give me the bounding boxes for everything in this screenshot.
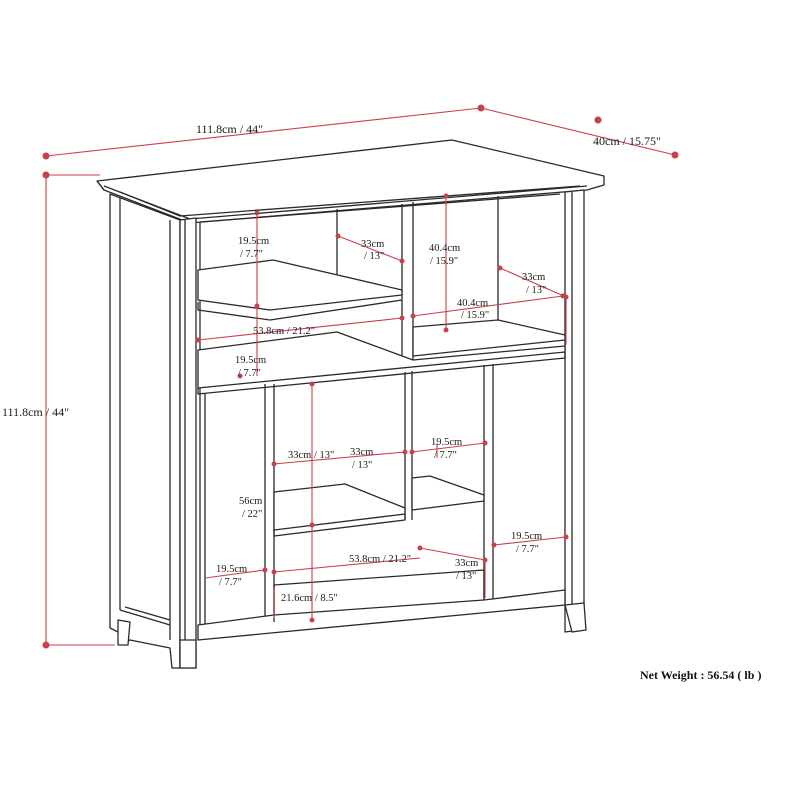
overall-depth-label: 40cm / 15.75" bbox=[593, 134, 661, 148]
net-weight-label: Net Weight : 56.54 ( lb ) bbox=[640, 668, 761, 682]
upper-left-height-label-1: 19.5cm bbox=[238, 236, 269, 247]
lower-center-width-b-label-1: 33cm bbox=[350, 447, 373, 458]
lower-center-shelf-left bbox=[273, 483, 406, 531]
right-column-label-2: / 7.7" bbox=[516, 544, 539, 555]
front-left-stile bbox=[179, 217, 197, 669]
overall-height-label: 111.8cm / 44" bbox=[2, 405, 69, 419]
lower-right-small-label-2: / 7.7" bbox=[434, 450, 457, 461]
bottom-depth-label-1: 33cm bbox=[455, 558, 478, 569]
lower-center-height-label-1: 56cm bbox=[239, 496, 262, 507]
right-width-label-1: 40.4cm bbox=[457, 298, 488, 309]
right-depth-label-1: 33cm bbox=[522, 272, 545, 283]
bookcase-drawing bbox=[96, 139, 605, 669]
right-height-label-2: / 15.9" bbox=[430, 256, 458, 267]
top-slab bbox=[96, 139, 605, 224]
left-column-label-1: 19.5cm bbox=[216, 564, 247, 575]
bottom-gap-label: 21.6cm / 8.5" bbox=[281, 593, 338, 604]
middle-height-label-2: / 7.7" bbox=[238, 368, 261, 379]
upper-left-depth-label-1: 33cm bbox=[361, 239, 384, 250]
dimension-labels: 111.8cm / 44" 40cm / 15.75" 111.8cm / 44… bbox=[2, 122, 761, 682]
lower-center-width-b-label-2: / 13" bbox=[352, 460, 372, 471]
lower-center-shelf-right bbox=[411, 475, 485, 511]
upper-left-shelf bbox=[197, 259, 403, 311]
right-column-label-1: 19.5cm bbox=[511, 531, 542, 542]
right-height-label-1: 40.4cm bbox=[429, 243, 460, 254]
right-width-label-2: / 15.9" bbox=[461, 310, 489, 321]
back-left-leg bbox=[117, 619, 131, 646]
bottom-width-label: 53.8cm / 21.2" bbox=[349, 554, 411, 565]
bottom-shelf bbox=[197, 589, 566, 641]
front-right-leg bbox=[564, 602, 587, 633]
front-right-stile bbox=[564, 189, 585, 633]
lower-center-height-label-2: / 22" bbox=[242, 509, 262, 520]
front-left-leg bbox=[179, 639, 197, 669]
upper-left-height-label-2: / 7.7" bbox=[240, 249, 263, 260]
right-depth-label-2: / 13" bbox=[526, 285, 546, 296]
middle-height-label-1: 19.5cm bbox=[235, 355, 266, 366]
dimension-lines bbox=[42, 104, 679, 649]
left-column-label-2: / 7.7" bbox=[219, 577, 242, 588]
overall-width-label: 111.8cm / 44" bbox=[196, 122, 263, 136]
bottom-depth-label-2: / 13" bbox=[456, 571, 476, 582]
upper-left-width-label: 53.8cm / 21.2" bbox=[253, 326, 315, 337]
upper-right-shelf bbox=[412, 319, 566, 357]
lower-right-small-label-1: 19.5cm bbox=[431, 437, 462, 448]
lower-center-width-a-label: 33cm / 13" bbox=[288, 450, 334, 461]
upper-left-depth-label-2: / 13" bbox=[364, 251, 384, 262]
